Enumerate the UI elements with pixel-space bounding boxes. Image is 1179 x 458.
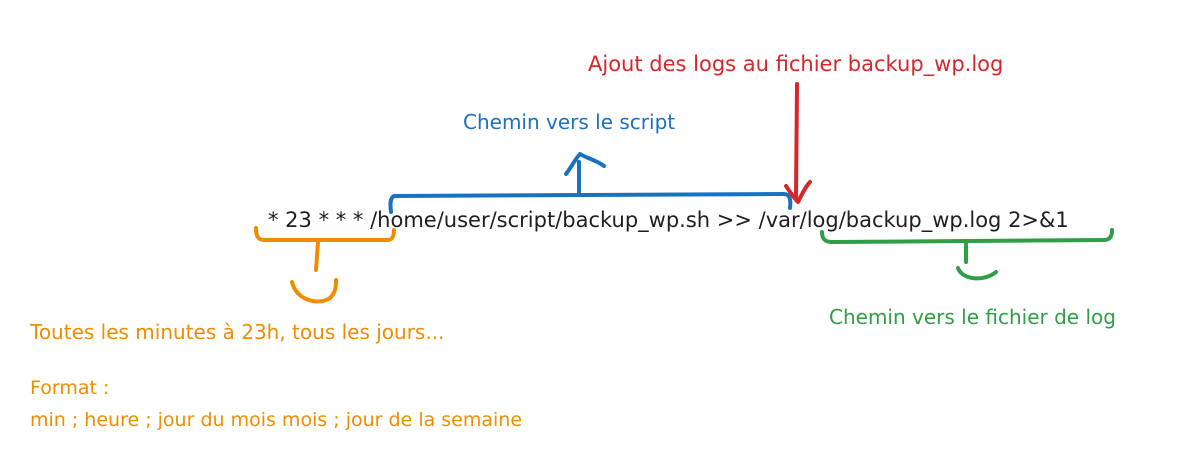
log-file-annotation: Chemin vers le fichier de log (829, 305, 1116, 329)
schedule-arrow-down-icon (290, 240, 338, 304)
logfile-arrow-down-icon (956, 242, 998, 281)
script-arrow-up-icon (564, 152, 606, 196)
schedule-annotation: Toutes les minutes à 23h, tous les jours… (30, 320, 445, 344)
logs-append-annotation: Ajout des logs au fichier backup_wp.log (588, 52, 1004, 76)
script-bracket (388, 192, 793, 214)
logs-arrow-down-icon (784, 82, 812, 204)
format-detail: min ; heure ; jour du mois mois ; jour d… (30, 409, 523, 431)
script-path-annotation: Chemin vers le script (463, 110, 676, 134)
cron-command: * 23 * * * /home/user/script/backup_wp.s… (268, 208, 1069, 232)
logfile-bracket (820, 228, 1114, 244)
schedule-bracket (254, 226, 396, 242)
format-title: Format : (30, 377, 110, 399)
